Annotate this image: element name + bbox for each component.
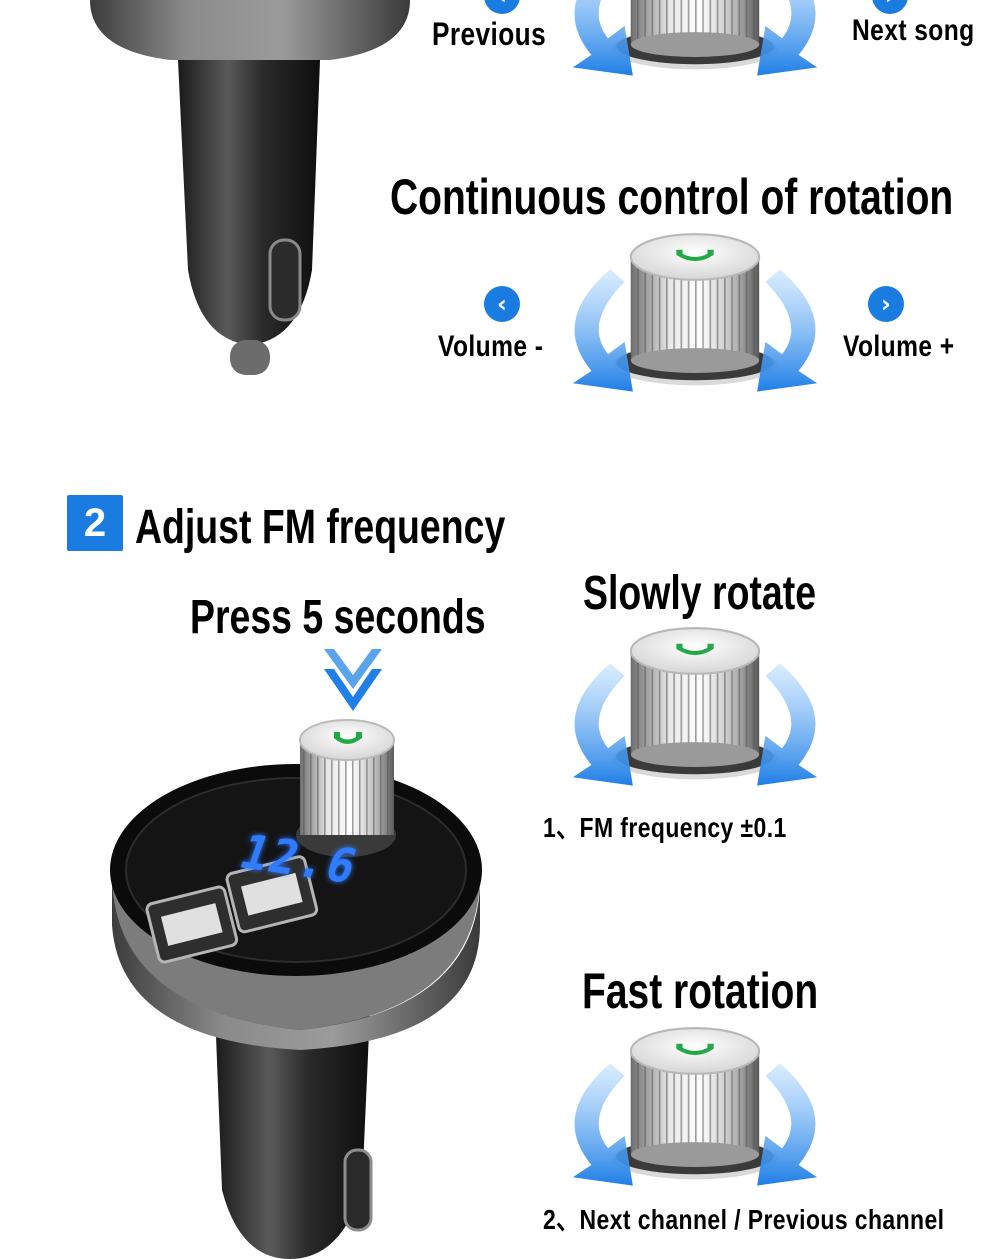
- rotation-title: Continuous control of rotation: [390, 169, 954, 225]
- down-arrow-icon: [324, 649, 382, 711]
- volume-minus-label: Volume -: [438, 330, 544, 363]
- slow-caption: 1、FM frequency ±0.1: [543, 812, 787, 843]
- car-charger-image: [110, 719, 482, 1259]
- car-charger-top-image: [90, 0, 410, 375]
- fast-rotation-title: Fast rotation: [582, 963, 819, 1019]
- chevron-left-icon: ‹: [484, 286, 520, 322]
- section-title: Adjust FM frequency: [135, 501, 506, 554]
- next-song-label: Next song: [852, 14, 975, 47]
- fast-caption: 2、Next channel / Previous channel: [543, 1204, 945, 1235]
- step-number-badge: 2: [67, 495, 123, 551]
- volume-plus-label: Volume +: [843, 330, 955, 363]
- volume-knob-arrows: [550, 228, 840, 404]
- press-label: Press 5 seconds: [190, 591, 486, 644]
- slow-rotate-title: Slowly rotate: [583, 567, 817, 620]
- chevron-right-icon-top: ›: [872, 0, 908, 14]
- fast-knob-arrows: [550, 1022, 840, 1198]
- chevron-right-icon: ›: [868, 286, 904, 322]
- top-knob-arrows: [550, 0, 840, 90]
- slow-knob-arrows: [550, 622, 840, 798]
- chevron-left-icon-top: ‹: [484, 0, 520, 14]
- previous-label: Previous: [432, 16, 547, 52]
